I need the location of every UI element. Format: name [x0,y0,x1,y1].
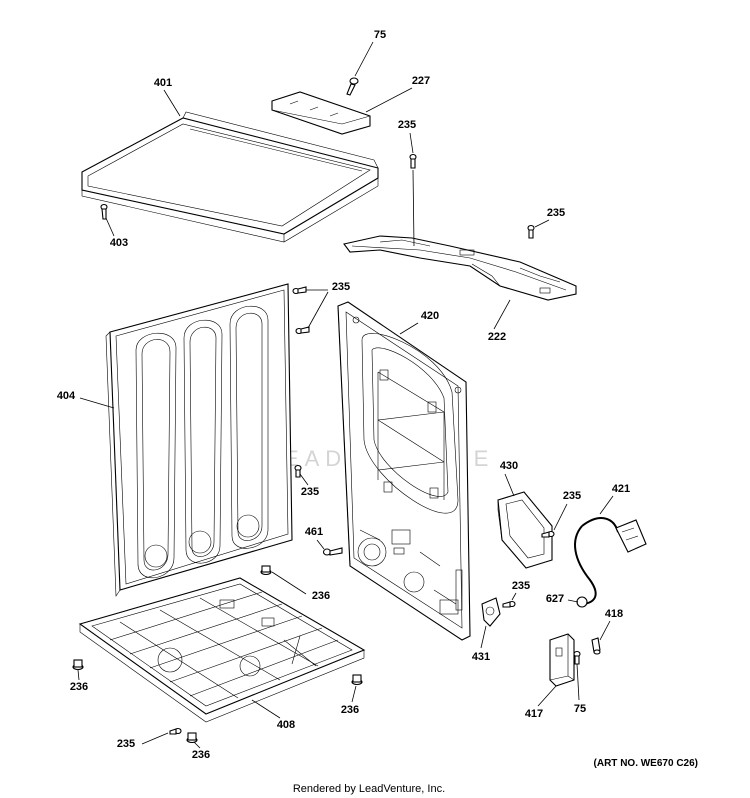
foot-236-c [351,674,363,686]
screw-235-431 [502,600,516,608]
side-panel-404 [105,283,293,597]
callout-c236a: 236 [312,590,330,602]
callout-labels: 75 227 401 235 235 403 235 420 222 404 430 421 235 23… [57,29,630,761]
callout-c75a: 75 [374,29,386,41]
foot-236-a [260,565,272,576]
screw-235-base [169,727,182,735]
screw-75-lower [573,650,581,665]
leader-lines [77,41,614,749]
callout-c235c: 235 [332,281,350,293]
callout-c408: 408 [277,719,295,731]
callout-c75b: 75 [574,703,586,715]
base-408 [78,577,366,723]
screw-403 [100,203,108,220]
callout-c627: 627 [546,593,564,605]
footer-credit: Rendered by LeadVenture, Inc. [293,783,445,795]
top-panel-401 [81,111,379,243]
power-cord-421 [574,517,647,608]
callout-c420: 420 [421,310,439,322]
bracket-431 [481,597,501,627]
screw-235-brace-1 [409,153,417,169]
callout-c403: 403 [110,237,128,249]
callout-c404: 404 [57,390,76,402]
callout-c235f: 235 [512,580,530,592]
callout-c401: 401 [154,77,172,89]
callout-c235d: 235 [301,486,319,498]
callout-c235a: 235 [398,119,416,131]
callout-c227: 227 [412,75,430,87]
callout-c421: 421 [612,483,630,495]
bracket-227 [271,91,371,135]
callout-c236d: 236 [192,749,210,761]
callout-c430: 430 [500,460,518,472]
callout-c236b: 236 [70,681,88,693]
foot-236-b [72,659,84,671]
art-number: (ART NO. WE670 C26) [594,758,698,769]
callout-c431: 431 [472,651,490,663]
screw-235-bracket [541,530,555,538]
screw-461 [322,547,343,556]
foot-236-d [186,732,198,744]
screw-235-side-3 [294,464,302,478]
callout-c235e: 235 [563,490,581,502]
screw-235-side-1 [292,286,307,295]
callout-c235g: 235 [117,738,135,750]
part-418 [591,637,601,655]
screw-235-side-2 [295,326,310,335]
callout-c222: 222 [488,331,506,343]
cover-417 [549,633,575,687]
bracket-430 [497,491,553,569]
callout-c235b: 235 [547,207,565,219]
cabinet-panel-420 [337,301,471,641]
callout-c417: 417 [525,708,543,720]
screw-75-top [346,77,359,96]
screw-235-brace-2 [527,224,535,239]
callout-c236c: 236 [341,704,359,716]
callout-c461: 461 [305,526,323,538]
top-brace-222 [343,235,577,301]
callout-c418: 418 [605,608,623,620]
